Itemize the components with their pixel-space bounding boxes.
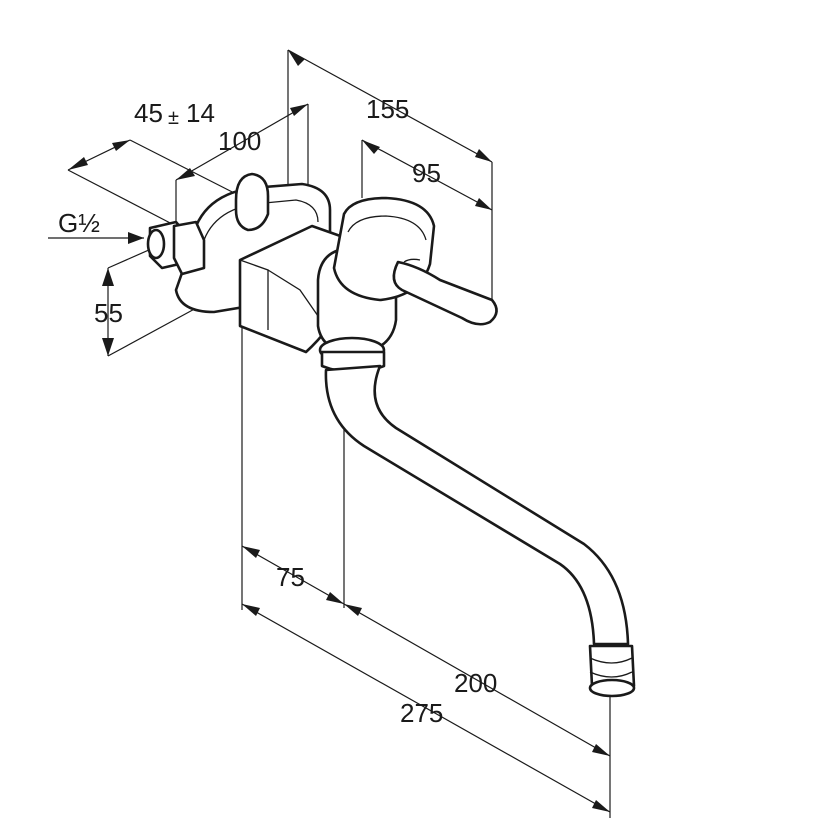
- label-75: 75: [276, 562, 305, 592]
- label-95: 95: [412, 158, 441, 188]
- label-55: 55: [94, 298, 123, 328]
- label-14: 14: [186, 98, 215, 128]
- label-45: 45: [134, 98, 163, 128]
- label-155: 155: [366, 94, 409, 124]
- arrow-heads: [68, 50, 610, 812]
- label-100: 100: [218, 126, 261, 156]
- label-g-half: G½: [58, 208, 100, 238]
- label-plus-minus: ±: [168, 107, 179, 129]
- label-200: 200: [454, 668, 497, 698]
- dimension-labels: 45 ± 14 100 155 95 G½ 55 75 200 275: [58, 94, 497, 728]
- faucet-body: [146, 172, 636, 698]
- label-275: 275: [400, 698, 443, 728]
- dimension-lines: [48, 49, 611, 818]
